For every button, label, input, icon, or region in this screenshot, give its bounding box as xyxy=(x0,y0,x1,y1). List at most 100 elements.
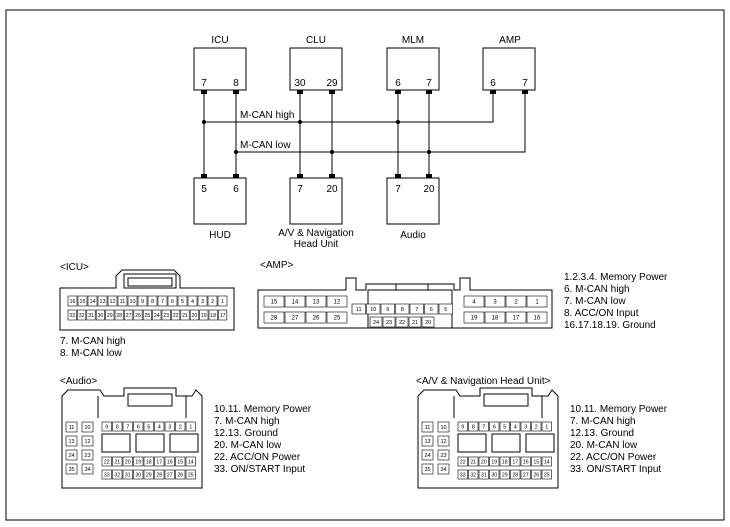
audio-cells-pin-label: 10 xyxy=(84,425,90,431)
avn-cells-cell xyxy=(499,456,510,467)
amp-connector-title: <AMP> xyxy=(260,260,294,271)
icu-pin-label: 8 xyxy=(151,299,154,305)
audio-cells-pin-label: 25 xyxy=(188,473,194,479)
icu-cell xyxy=(67,295,78,307)
avn-cells-cell xyxy=(499,469,510,480)
icu-pin-label: 32 xyxy=(79,313,85,319)
icu-pin-label: 2 xyxy=(211,299,214,305)
icu-pin-label: 16 xyxy=(69,299,75,305)
audio-cells-cell xyxy=(81,449,94,461)
icu-cell xyxy=(67,309,77,321)
icu-cell xyxy=(197,295,208,307)
audio-cells-cell xyxy=(154,456,165,467)
icu-cell xyxy=(218,309,228,321)
amp-pin-label: 9 xyxy=(386,307,389,313)
icu-cell xyxy=(97,295,108,307)
audio-cells-pin-label: 33 xyxy=(104,473,110,479)
avn-cells-cell xyxy=(489,469,500,480)
avn-cells-cell xyxy=(421,449,434,461)
module-icu-pin-b: 8 xyxy=(233,78,239,89)
icu-pin-label: 13 xyxy=(99,299,105,305)
amp-pin-label: 3 xyxy=(493,300,497,306)
module-clu-name: CLU xyxy=(306,35,326,46)
icu-pin-label: 7 xyxy=(161,299,164,305)
icu-cell xyxy=(177,295,188,307)
avn-cells-pin-label: 31 xyxy=(481,473,487,479)
module-mlm-pin-a: 6 xyxy=(395,78,401,89)
audio-cells-pin-label: 27 xyxy=(167,473,173,479)
audio-cells-pin-label: 24 xyxy=(68,453,74,459)
audio-cells-pin-label: 31 xyxy=(125,473,131,479)
audio-cells-pin-label: 30 xyxy=(135,473,141,479)
audio-cells-pin-label: 16 xyxy=(167,460,173,466)
module-clu-pin-b: 29 xyxy=(326,78,338,89)
amp-pin-label: 28 xyxy=(271,316,278,322)
amp-pin-label: 12 xyxy=(334,300,341,306)
module-audio: 7 20 Audio xyxy=(386,177,440,241)
amp-pin-label: 11 xyxy=(356,307,362,313)
audio-cells-pin-label: 7 xyxy=(126,425,129,431)
amp-note-4: 8. ACC/ON Input xyxy=(564,308,639,319)
amp-cell xyxy=(484,311,506,324)
amp-cell xyxy=(366,303,381,315)
audio-note-5: 22. ACC/ON Power xyxy=(214,452,301,463)
audio-cells-cell xyxy=(112,456,123,467)
audio-cells-cell xyxy=(122,469,133,480)
amp-pin-label: 8 xyxy=(401,307,404,313)
top-terminals xyxy=(201,90,528,94)
module-amp: AMP 6 7 xyxy=(482,35,536,91)
amp-note-5: 16.17.18.19. Ground xyxy=(564,320,656,331)
avn-cells-cell xyxy=(437,463,450,475)
avn-cells-pin-label: 3 xyxy=(524,425,527,431)
audio-cells-cell xyxy=(133,421,144,432)
icu-pin-label: 29 xyxy=(107,313,113,319)
icu-pin-label: 14 xyxy=(89,299,95,305)
icu-pin-label: 5 xyxy=(181,299,184,305)
avn-cells-cell xyxy=(489,421,500,432)
module-amp-pin-b: 7 xyxy=(522,78,528,89)
avn-cells-pin-label: 14 xyxy=(544,460,550,466)
amp-cell xyxy=(408,316,422,328)
module-mlm-name: MLM xyxy=(402,35,424,46)
avn-cells-pin-label: 19 xyxy=(491,460,497,466)
bus-high-label: M-CAN high xyxy=(240,110,294,121)
amp-cell xyxy=(463,311,485,324)
amp-cell xyxy=(263,295,285,308)
icu-pin-label: 9 xyxy=(141,299,144,305)
avn-cells-pin-label: 2 xyxy=(535,425,538,431)
amp-pin-label: 15 xyxy=(271,300,278,306)
icu-pin-label: 4 xyxy=(191,299,194,305)
module-audio-pin-a: 7 xyxy=(395,184,401,195)
page-frame xyxy=(5,9,725,521)
amp-pin-label: 23 xyxy=(386,320,392,326)
amp-pin-label: 2 xyxy=(514,300,518,306)
can-bus-wires xyxy=(202,94,526,174)
amp-note-1: 1.2.3.4. Memory Power xyxy=(564,272,668,283)
module-mlm-pin-b: 7 xyxy=(426,78,432,89)
amp-cell xyxy=(395,303,410,315)
amp-cell xyxy=(263,311,285,324)
avn-cells-cell xyxy=(468,456,479,467)
audio-cells-cell xyxy=(65,449,78,461)
audio-cells-cell xyxy=(65,435,78,447)
audio-cells-pin-label: 26 xyxy=(177,473,183,479)
icu-pin-label: 15 xyxy=(79,299,85,305)
avn-cells-cell xyxy=(421,435,434,447)
module-amp-name: AMP xyxy=(499,35,521,46)
avn-cells-cell xyxy=(541,421,552,432)
amp-pin-label: 10 xyxy=(370,307,376,313)
icu-pin-label: 23 xyxy=(163,313,169,319)
audio-cells-pin-label: 34 xyxy=(84,467,90,473)
avn-cells-cell xyxy=(457,469,468,480)
icu-pin-label: 21 xyxy=(182,313,188,319)
amp-cell xyxy=(395,316,409,328)
avn-cells-pin-label: 28 xyxy=(512,473,518,479)
icu-pin-label: 19 xyxy=(201,313,207,319)
amp-cell xyxy=(438,303,453,315)
audio-cells-pin-label: 29 xyxy=(146,473,152,479)
amp-pin-label: 20 xyxy=(425,320,431,326)
